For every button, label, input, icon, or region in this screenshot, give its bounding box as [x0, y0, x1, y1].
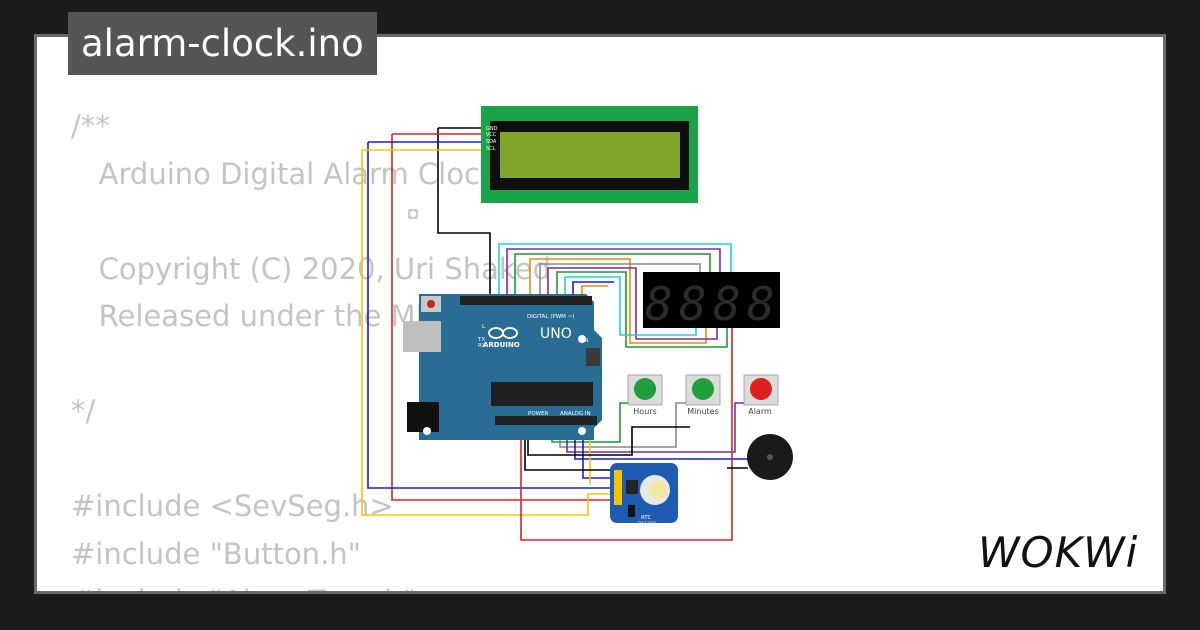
rtc-label: RTC: [641, 515, 651, 521]
segment-digit: 8: [713, 277, 741, 331]
board-brand-label: ARDUINO: [483, 341, 520, 349]
minutes-button[interactable]: Minutes: [685, 374, 721, 416]
file-title-tag: alarm-clock.ino: [68, 12, 377, 75]
seven-segment-display: 8 8 8 8: [643, 272, 780, 331]
code-line: Arduino Digital Alarm Clock: [71, 156, 497, 191]
power-header-label: POWER: [528, 411, 549, 417]
segment-digit: 8: [645, 277, 673, 331]
l-led-label: L: [482, 324, 486, 330]
lcd-pin-label: VCC: [486, 132, 497, 138]
hours-button-label: Hours: [633, 407, 656, 416]
code-line: #include <SevSeg.h>: [71, 489, 394, 523]
analog-header-label: ANALOG IN: [560, 411, 591, 417]
hours-button[interactable]: Hours: [627, 374, 663, 416]
tx-led-label: TX: [477, 337, 485, 343]
arduino-uno-board: DIGITAL (PWM ~) UNO ARDUINO ON L TX RX P…: [403, 294, 602, 440]
lcd-display: GND VCC SDA SCL: [481, 106, 698, 203]
lcd-pin-label: SCL: [486, 146, 496, 152]
board-model-label: UNO: [540, 326, 572, 342]
code-line: #include "Button.h": [71, 536, 361, 571]
alarm-button[interactable]: Alarm: [743, 374, 779, 416]
code-line: #include "AlarmTone.h": [71, 584, 416, 591]
minutes-button-label: Minutes: [687, 407, 719, 416]
segment-digit: 8: [747, 277, 775, 331]
rtc-chip-label: DS1307: [638, 521, 656, 527]
wokwi-logo: WOKWi: [978, 527, 1150, 579]
code-line: */: [71, 394, 96, 428]
lcd-pin-label: SDA: [486, 139, 497, 145]
led-icon: [408, 209, 418, 219]
digital-header-label: DIGITAL (PWM ~): [527, 314, 574, 320]
on-led-label: ON: [580, 338, 588, 344]
segment-digit: 8: [679, 277, 707, 331]
alarm-button-label: Alarm: [748, 407, 772, 416]
rtc-module: RTC DS1307: [610, 463, 678, 527]
code-line: /**: [71, 109, 110, 143]
rx-led-label: RX: [478, 343, 486, 349]
buzzer-icon: [747, 434, 793, 480]
code-line: Copyright (C) 2020, Uri Shaked: [71, 251, 551, 286]
wokwi-logo-text: WOKWi: [978, 528, 1138, 575]
arduino-logo-icon: [488, 327, 518, 339]
lcd-pin-label: GND: [486, 126, 498, 132]
wires: [361, 127, 748, 541]
